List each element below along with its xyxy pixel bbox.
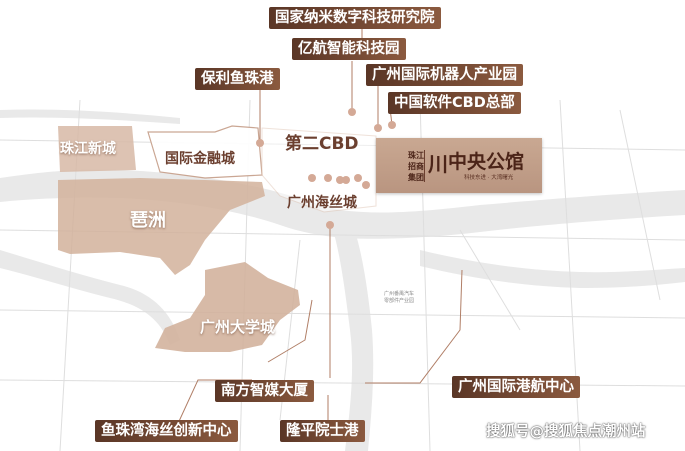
map-note: 零部件产业园: [384, 298, 415, 304]
region-university: 广州大学城: [200, 318, 276, 336]
region-zhujiang: 珠江新城: [60, 141, 116, 157]
zone-university: [155, 262, 300, 352]
developer-logo: 招商: [408, 162, 424, 171]
project-mark-icon: 川: [428, 152, 448, 176]
project-logo: 珠江 招商 集团 川 中央公馆 科技东进 · 大湾曙光: [376, 138, 542, 193]
watermark: 搜狐号@搜狐焦点潮州站: [486, 424, 646, 440]
developer-logo: 珠江: [408, 151, 424, 160]
connector-lines: [174, 29, 463, 431]
label-poly-yuzhu: 保利鱼珠港: [195, 68, 280, 90]
label-ehang: 亿航智能科技园: [292, 38, 406, 60]
zone-haisi: [261, 127, 377, 213]
region-haisi: 广州海丝城: [287, 195, 357, 211]
label-yuzhuwan-center: 鱼珠湾海丝创新中心: [95, 420, 238, 442]
region-pazhou: 琶洲: [130, 210, 166, 231]
zone-pazhou: [58, 178, 265, 275]
map-note: 广州番禺汽车: [384, 291, 415, 297]
poi-dots: [256, 108, 396, 229]
label-southern-media: 南方智媒大厦: [215, 380, 314, 402]
label-port-center: 广州国际港航中心: [452, 376, 580, 398]
label-nano-institute: 国家纳米数字科技研究院: [269, 7, 441, 29]
label-robot-park: 广州国际机器人产业园: [366, 64, 523, 86]
district-zones: [58, 125, 377, 352]
zone-finance: [147, 125, 263, 179]
roads: [0, 99, 685, 451]
label-software-cbd: 中国软件CBD总部: [388, 92, 521, 114]
label-longping: 隆平院士港: [280, 420, 365, 442]
region-cbd2: 第二CBD: [285, 134, 359, 154]
project-name: 中央公馆: [448, 151, 525, 173]
project-slogan: 科技东进 · 大湾曙光: [464, 175, 514, 181]
logo-divider: [424, 150, 425, 182]
zone-zhujiang: [58, 126, 136, 172]
region-finance: 国际金融城: [165, 151, 235, 167]
developer-logo: 集团: [408, 173, 424, 182]
